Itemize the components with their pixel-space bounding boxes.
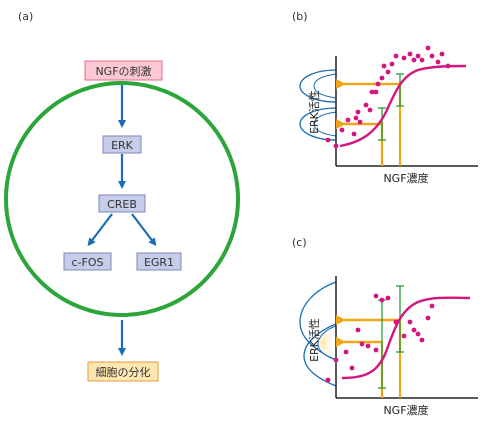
panel-b-data-point: [367, 107, 373, 113]
panel-b-data-point: [351, 131, 357, 137]
panel-c-data-point: [393, 319, 399, 325]
panel-b-error-bar-2: [396, 73, 404, 107]
panel-b-data-point: [381, 63, 387, 69]
stimulus-box: [84, 60, 163, 81]
panel-b-data-point: [369, 89, 375, 95]
panel-b-data-point: [419, 57, 425, 63]
egr1-node: [136, 252, 182, 271]
panel-a-label: (a): [18, 10, 33, 23]
panel-c-data-point: [411, 327, 417, 333]
panel-b-data-point: [393, 53, 399, 59]
erk-label: ERK: [111, 139, 134, 152]
panel-b-data-point: [425, 45, 431, 51]
outcome-box: [87, 361, 159, 382]
panel-c-data-point: [429, 303, 435, 309]
panel-c: (c) ERK活性 NGF濃度: [292, 236, 478, 417]
panel-b-data-point: [373, 89, 379, 95]
panel-b-data-point: [375, 81, 381, 87]
panel-c-data-point: [419, 337, 425, 343]
panel-a: (a) NGFの刺激 ERK CREB c-FOS EGR1 細胞の分化: [4, 10, 240, 382]
panel-b-data-point: [439, 51, 445, 57]
panel-b-label: (b): [292, 10, 308, 23]
panel-b-data-points: [325, 45, 451, 149]
panel-b: (b) ERK活性 NGF濃度: [292, 10, 478, 185]
panel-c-label: (c): [292, 236, 307, 249]
panel-c-ylabel: ERK活性: [307, 318, 321, 362]
panel-b-data-point: [333, 143, 339, 149]
panel-b-data-point: [363, 102, 369, 108]
panel-b-data-point: [401, 55, 407, 61]
egr1-label: EGR1: [144, 256, 174, 269]
panel-b-data-point: [339, 127, 345, 133]
panel-c-data-point: [385, 295, 391, 301]
cell-circle: [4, 81, 240, 317]
cfos-node: [63, 252, 112, 271]
panel-c-data-point: [373, 293, 379, 299]
stimulus-label: NGFの刺激: [95, 64, 151, 78]
panel-c-data-points: [325, 293, 435, 383]
panel-b-data-point: [385, 69, 391, 75]
panel-b-ylabel: ERK活性: [307, 90, 321, 134]
creb-label: CREB: [107, 198, 137, 211]
creb-node: [98, 194, 146, 213]
panel-b-xlabel: NGF濃度: [383, 171, 428, 185]
panel-b-data-point: [411, 57, 417, 63]
panel-b-distribution-lower-inner: [313, 111, 337, 137]
panel-c-data-point: [333, 357, 339, 363]
panel-b-data-point: [429, 53, 435, 59]
panel-c-data-point: [373, 347, 379, 353]
panel-c-data-point: [407, 319, 413, 325]
panel-c-data-point: [325, 377, 331, 383]
panel-b-data-point: [353, 115, 359, 121]
panel-b-data-point: [389, 61, 395, 67]
panel-b-data-point: [435, 59, 441, 65]
panel-b-data-point: [357, 119, 363, 125]
panel-b-distribution-lower: [299, 107, 337, 141]
panel-c-sigmoid-curve: [341, 296, 471, 380]
panel-b-data-point: [379, 75, 385, 81]
panel-b-distribution-upper-inner: [313, 73, 337, 99]
panel-c-data-point: [359, 341, 365, 347]
outcome-label: 細胞の分化: [96, 365, 151, 379]
panel-c-data-point: [379, 297, 385, 303]
panel-b-data-point: [325, 137, 331, 143]
panel-b-data-point: [415, 53, 421, 59]
cfos-label: c-FOS: [72, 256, 104, 269]
panel-c-xlabel: NGF濃度: [383, 403, 428, 417]
panel-b-data-point: [407, 51, 413, 57]
arrow-creb-to-egr1: [131, 213, 157, 247]
panel-c-data-point: [349, 365, 355, 371]
panel-c-data-point: [365, 343, 371, 349]
panel-c-distribution-shaded: [317, 325, 337, 361]
panel-c-distribution-lower: [303, 323, 337, 387]
panel-c-error-bar-1: [378, 299, 386, 389]
panel-b-data-point: [445, 63, 451, 69]
panel-c-data-point: [343, 349, 349, 355]
arrow-creb-to-cfos: [87, 213, 113, 247]
panel-b-data-point: [345, 117, 351, 123]
panel-c-data-point: [355, 327, 361, 333]
panel-b-error-bar-1: [378, 107, 386, 141]
panel-b-sigmoid-curve: [339, 64, 467, 148]
panel-c-data-point: [415, 331, 421, 337]
panel-c-data-point: [401, 333, 407, 339]
panel-c-distribution-outer: [299, 281, 337, 361]
panel-c-data-point: [425, 315, 431, 321]
panel-b-distribution-upper: [299, 69, 337, 103]
erk-node: [102, 135, 142, 154]
panel-b-data-point: [355, 109, 361, 115]
